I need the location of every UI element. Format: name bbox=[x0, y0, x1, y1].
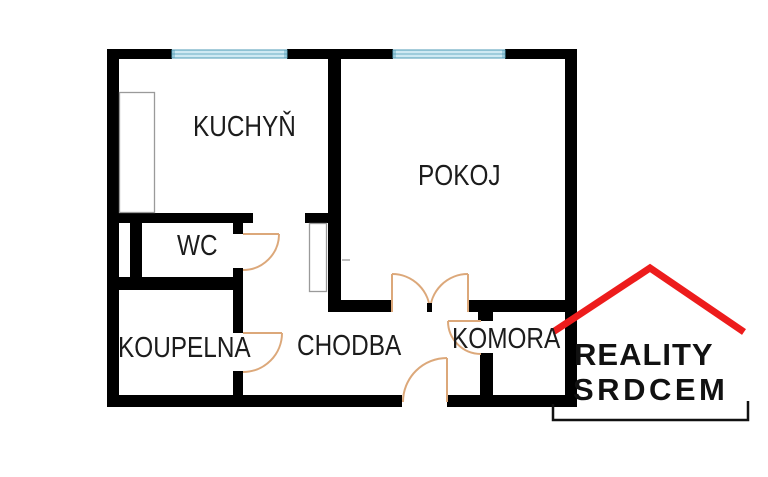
wall-bottom-left-segment bbox=[107, 395, 402, 407]
fixtures bbox=[118, 91, 350, 293]
door-koupelna bbox=[242, 332, 283, 373]
window-pokoj bbox=[392, 49, 506, 59]
door-komora bbox=[447, 320, 482, 355]
wall-wc-right-top-stub bbox=[233, 223, 243, 234]
room-label-pokoj: POKOJ bbox=[418, 160, 501, 192]
wall-left bbox=[107, 49, 119, 407]
wall-center-vertical bbox=[328, 58, 341, 312]
logo-roof-icon bbox=[551, 263, 746, 335]
logo-text-line1: REALITY bbox=[574, 337, 714, 372]
door-center-stop bbox=[427, 303, 432, 312]
door-swing-arc bbox=[402, 357, 448, 403]
door-swing-arc-right bbox=[429, 273, 469, 313]
wall-komora-left-stub bbox=[478, 312, 493, 321]
door-swing-arc bbox=[447, 320, 482, 355]
door-pokoj-double bbox=[391, 273, 469, 313]
room-label-koupelna: KOUPELNA bbox=[118, 332, 251, 364]
wall-koupelna-right-lower bbox=[233, 371, 243, 399]
wall-wc-left-bar bbox=[130, 223, 142, 278]
room-label-wc: WC bbox=[177, 230, 218, 262]
wall-pokoj-bottom-right bbox=[468, 300, 577, 312]
wall-top-middle-segment bbox=[287, 49, 393, 59]
wall-top-right-segment bbox=[505, 49, 577, 59]
wall-pokoj-bottom-left bbox=[328, 300, 392, 312]
wall-komora-left-lower bbox=[480, 353, 493, 398]
room-label-komora: KOMORA bbox=[452, 323, 561, 355]
wall-koupelna-right-upper bbox=[233, 290, 243, 333]
wall-kitchen-door-stub bbox=[305, 213, 328, 223]
door-entrance bbox=[402, 357, 448, 403]
wall-wc-koupelna-divider bbox=[107, 277, 243, 290]
wall-top-left-segment bbox=[107, 49, 172, 59]
door-wc bbox=[242, 233, 280, 271]
window-kitchen bbox=[171, 49, 288, 59]
wall-kitchen-bottom bbox=[107, 213, 253, 223]
door-swing-arc-left bbox=[391, 273, 431, 313]
kitchen-counter bbox=[118, 91, 156, 214]
wall-wc-right-bottom-stub bbox=[233, 268, 243, 277]
kitchen-door-leaf-open bbox=[308, 222, 328, 293]
door-swing-arc bbox=[242, 332, 283, 373]
room-label-kuchyn: KUCHYŇ bbox=[193, 111, 296, 143]
interior-walls bbox=[107, 58, 577, 399]
wall-bottom-right-segment bbox=[447, 395, 577, 407]
room-label-chodba: CHODBA bbox=[297, 330, 402, 362]
logo-house-outline bbox=[551, 401, 750, 422]
logo-text-line2: SRDCEM bbox=[573, 372, 729, 407]
door-swing-arc bbox=[242, 233, 280, 271]
